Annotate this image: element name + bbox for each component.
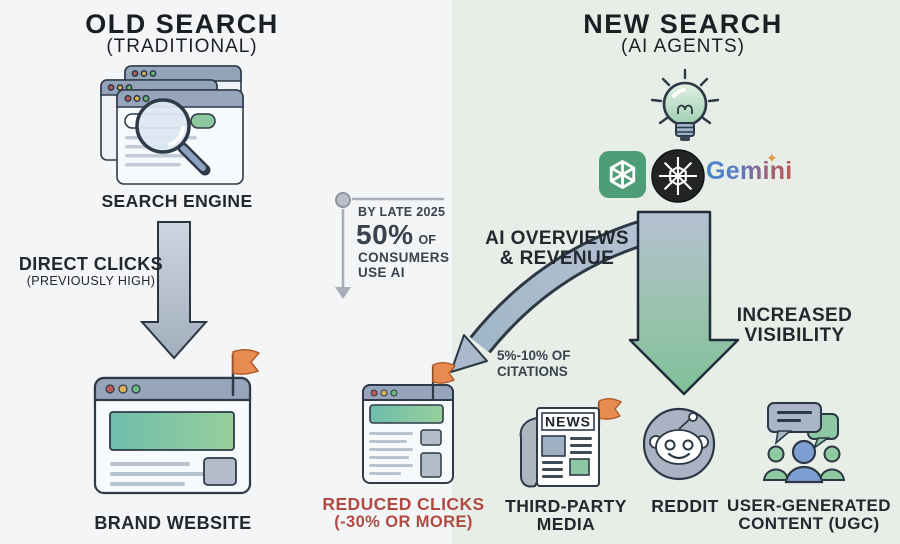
reduced-line1: REDUCED CLICKS bbox=[322, 494, 485, 514]
search-engine-icon bbox=[95, 64, 255, 188]
old-search-subtitle: (TRADITIONAL) bbox=[106, 36, 258, 57]
increased-line1: INCREASED bbox=[736, 305, 853, 326]
direct-clicks-sublabel: (PREVIOUSLY HIGH) bbox=[26, 274, 156, 288]
speech-bubbles bbox=[767, 402, 839, 451]
new-search-title: NEW SEARCH bbox=[583, 9, 783, 39]
direct-clicks-arrow bbox=[139, 221, 209, 360]
timeline-use-ai: USE AI bbox=[358, 265, 405, 280]
reduced-line2: (-30% OR MORE) bbox=[334, 513, 473, 531]
citations-curved-arrow bbox=[450, 217, 656, 373]
openai-logo bbox=[599, 151, 646, 198]
ai-overviews-line2: & REVENUE bbox=[499, 248, 615, 269]
people-group bbox=[762, 439, 846, 484]
ugc-line1: USER-GENERATED bbox=[727, 496, 891, 515]
increased-line2: VISIBILITY bbox=[744, 325, 845, 346]
timeline-connector bbox=[335, 192, 444, 299]
citations-label: 5%-10% OF CITATIONS bbox=[497, 348, 571, 380]
citations-line1: 5%-10% OF bbox=[497, 348, 571, 363]
ai-star-logo bbox=[650, 148, 706, 204]
gemini-sparkle-icon: ✦ bbox=[766, 150, 778, 166]
ai-overviews-label: AI OVERVIEWS & REVENUE bbox=[457, 229, 657, 269]
timeline-consumers: CONSUMERS bbox=[358, 250, 450, 265]
ai-flow-arrow bbox=[628, 210, 740, 396]
news-icon: NEWS bbox=[513, 396, 625, 492]
flag-icon bbox=[598, 398, 623, 420]
reddit-icon bbox=[643, 405, 719, 483]
third-party-line2: MEDIA bbox=[536, 514, 596, 534]
citations-line2: CITATIONS bbox=[497, 364, 568, 379]
reddit-label: REDDIT bbox=[651, 496, 719, 516]
new-search-subtitle: (AI AGENTS) bbox=[621, 36, 745, 57]
flag-icon bbox=[432, 362, 457, 384]
brand-website-icon bbox=[92, 346, 264, 502]
ai-overviews-line1: AI OVERVIEWS bbox=[485, 228, 629, 249]
timeline-stat-suffix: OF bbox=[418, 233, 436, 247]
increased-visibility-label: INCREASED VISIBILITY bbox=[702, 306, 887, 346]
timeline-stat-row: 50% OF bbox=[356, 219, 436, 251]
ugc-icon bbox=[762, 398, 846, 486]
search-engine-label: SEARCH ENGINE bbox=[101, 191, 253, 211]
flag-icon bbox=[232, 349, 261, 375]
lightbulb-icon bbox=[645, 66, 725, 150]
magnifier-glyph bbox=[135, 98, 211, 176]
news-masthead: NEWS bbox=[545, 414, 591, 430]
reduced-clicks-site-icon bbox=[360, 358, 460, 500]
ugc-label: USER-GENERATED CONTENT (UGC) bbox=[714, 497, 900, 532]
third-party-label: THIRD-PARTY MEDIA bbox=[481, 497, 651, 533]
brand-website-label: BRAND WEBSITE bbox=[94, 513, 252, 533]
third-party-line1: THIRD-PARTY bbox=[505, 496, 627, 516]
direct-clicks-label: DIRECT CLICKS bbox=[18, 254, 164, 274]
gemini-text: Gemini bbox=[706, 157, 793, 185]
reduced-clicks-label: REDUCED CLICKS (-30% OR MORE) bbox=[311, 495, 496, 531]
timeline-date: BY LATE 2025 bbox=[358, 205, 446, 219]
timeline-stat: 50% bbox=[356, 219, 414, 250]
ugc-line2: CONTENT (UGC) bbox=[738, 513, 880, 533]
gemini-wordmark: Gemini ✦ bbox=[706, 150, 802, 193]
old-search-title: OLD SEARCH bbox=[85, 9, 279, 39]
